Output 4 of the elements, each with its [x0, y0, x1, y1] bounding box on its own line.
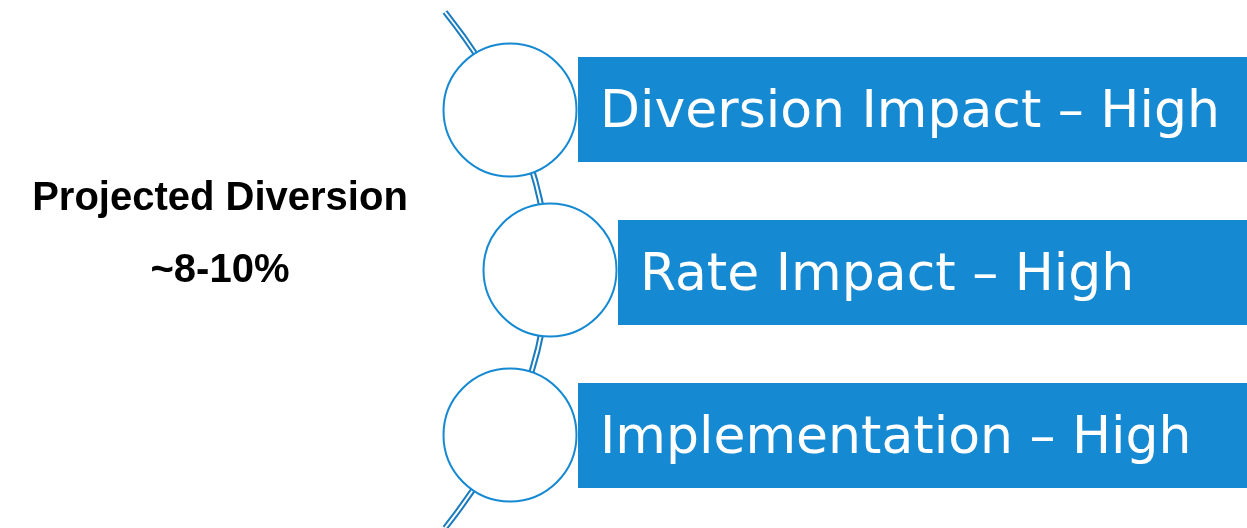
list-bar: Rate Impact – High [618, 220, 1247, 325]
list-bar: Implementation – High [578, 383, 1247, 488]
list-bar: Diversion Impact – High [578, 57, 1247, 162]
heading-text: Projected Diversion ~8-10% [31, 173, 409, 292]
